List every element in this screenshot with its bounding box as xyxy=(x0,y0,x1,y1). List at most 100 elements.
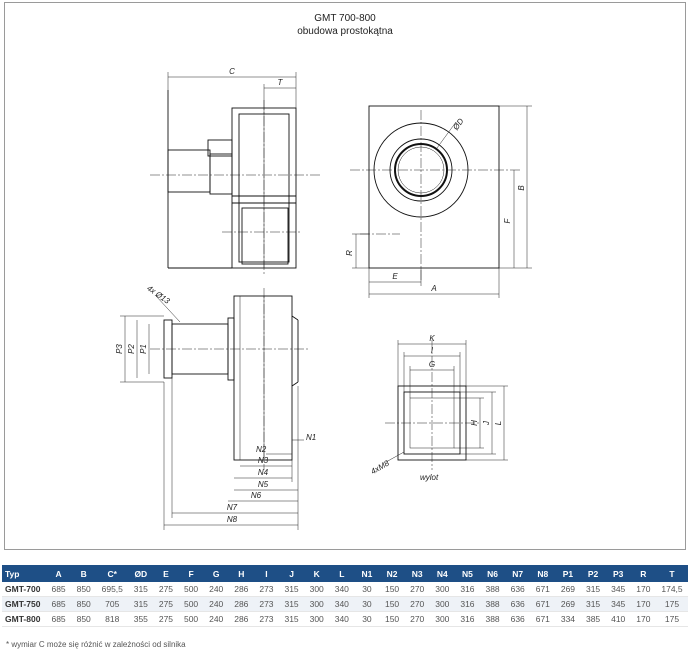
table-cell: 30 xyxy=(354,582,380,597)
table-cell: 500 xyxy=(178,611,204,627)
dim-N6-label: N6 xyxy=(251,491,262,500)
header-cell: N4 xyxy=(429,565,455,582)
dim-F-label: F xyxy=(503,217,512,223)
table-cell: 685 xyxy=(46,582,72,597)
dim-T-label: T xyxy=(278,78,284,87)
header-cell: ØD xyxy=(128,565,154,582)
table-cell: 270 xyxy=(404,596,430,612)
dim-H-label: H xyxy=(470,420,479,426)
table-cell: 170 xyxy=(630,582,656,597)
table-cell: 388 xyxy=(480,596,506,612)
header-cell: N6 xyxy=(480,565,506,582)
header-cell: R xyxy=(630,565,656,582)
header-cell: N1 xyxy=(354,565,380,582)
dim-N8-label: N8 xyxy=(227,515,238,524)
table-cell: 636 xyxy=(505,582,531,597)
header-cell: G xyxy=(203,565,229,582)
dim-N4-label: N4 xyxy=(258,468,269,477)
table-cell: 273 xyxy=(253,582,279,597)
footnote: * wymiar C może się różnić w zależności … xyxy=(6,640,186,649)
dim-B-label: B xyxy=(517,185,526,191)
model-name-cell: GMT-700 xyxy=(2,582,46,597)
table-cell: 170 xyxy=(630,611,656,627)
dim-N7-label: N7 xyxy=(227,503,238,512)
table-cell: 150 xyxy=(379,596,405,612)
table-cell: 273 xyxy=(253,596,279,612)
outlet-view: K I G H J L 4xM8 wylot xyxy=(369,334,508,482)
header-cell: P2 xyxy=(580,565,606,582)
header-cell: N8 xyxy=(530,565,556,582)
header-cell: N3 xyxy=(404,565,430,582)
table-cell: 340 xyxy=(329,611,355,627)
dim-R-label: R xyxy=(345,250,354,256)
dim-G-label: G xyxy=(429,360,435,369)
table-cell: 695,5 xyxy=(96,582,129,597)
table-cell: 705 xyxy=(96,596,129,612)
header-cell: N2 xyxy=(379,565,405,582)
header-cell: Typ xyxy=(2,565,46,582)
table-cell: 300 xyxy=(304,582,330,597)
dim-N2-label: N2 xyxy=(256,445,267,454)
table-cell: 275 xyxy=(153,596,179,612)
table-cell: 270 xyxy=(404,611,430,627)
table-cell: 30 xyxy=(354,611,380,627)
table-cell: 300 xyxy=(429,596,455,612)
table-cell: 273 xyxy=(253,611,279,627)
header-cell: J xyxy=(279,565,305,582)
header-cell: N7 xyxy=(505,565,531,582)
table-cell: 340 xyxy=(329,596,355,612)
table-cell: 636 xyxy=(505,596,531,612)
header-cell: P3 xyxy=(605,565,631,582)
model-title: GMT 700-800 xyxy=(314,13,376,24)
table-cell: 175 xyxy=(656,596,688,612)
table-cell: 850 xyxy=(71,596,97,612)
spec-table: Typ A B C* ØD E F G H I J K L N1 N2 N3 N… xyxy=(2,565,688,627)
dim-N5-label: N5 xyxy=(258,480,269,489)
dim-C-label: C xyxy=(229,67,235,76)
table-cell: 500 xyxy=(178,596,204,612)
side-view: C T xyxy=(150,67,320,275)
header-cell: L xyxy=(329,565,355,582)
table-cell: 300 xyxy=(304,611,330,627)
header-cell: N5 xyxy=(454,565,480,582)
header-cell: P1 xyxy=(555,565,581,582)
table-cell: 275 xyxy=(153,611,179,627)
table-cell: 850 xyxy=(71,582,97,597)
table-cell: 270 xyxy=(404,582,430,597)
dim-P1-label: P1 xyxy=(139,344,148,354)
table-cell: 170 xyxy=(630,596,656,612)
dim-N3-label: N3 xyxy=(258,456,269,465)
header-cell: K xyxy=(304,565,330,582)
table-cell: 388 xyxy=(480,611,506,627)
header-cell: H xyxy=(228,565,254,582)
dim-D-label: ØD xyxy=(451,117,466,133)
technical-drawing: C T ØD B F R E xyxy=(115,67,532,530)
table-cell: 315 xyxy=(279,596,305,612)
table-cell: 150 xyxy=(379,611,405,627)
table-cell: 286 xyxy=(228,582,254,597)
header-cell: F xyxy=(178,565,204,582)
table-cell: 30 xyxy=(354,596,380,612)
bolt-holes-label: 4x Ø13 xyxy=(145,284,172,306)
table-cell: 300 xyxy=(429,611,455,627)
dim-N1-label: N1 xyxy=(306,433,316,442)
table-cell: 818 xyxy=(96,611,129,627)
table-cell: 334 xyxy=(555,611,581,627)
dim-A-label: A xyxy=(430,284,436,293)
inlet-view: 4x Ø13 P3 P2 P1 N1 N2 N3 N4 N5 N6 N7 N8 xyxy=(115,284,316,530)
table-cell: 345 xyxy=(605,582,631,597)
outlet-label: wylot xyxy=(420,473,439,482)
dim-P3-label: P3 xyxy=(115,344,124,354)
table-cell: 315 xyxy=(580,582,606,597)
table-cell: 345 xyxy=(605,596,631,612)
dim-K-label: K xyxy=(429,334,435,343)
dim-I-label: I xyxy=(431,346,434,355)
table-cell: 240 xyxy=(203,611,229,627)
table-cell: 316 xyxy=(454,611,480,627)
table-cell: 315 xyxy=(279,611,305,627)
table-cell: 671 xyxy=(530,582,556,597)
table-cell: 300 xyxy=(429,582,455,597)
